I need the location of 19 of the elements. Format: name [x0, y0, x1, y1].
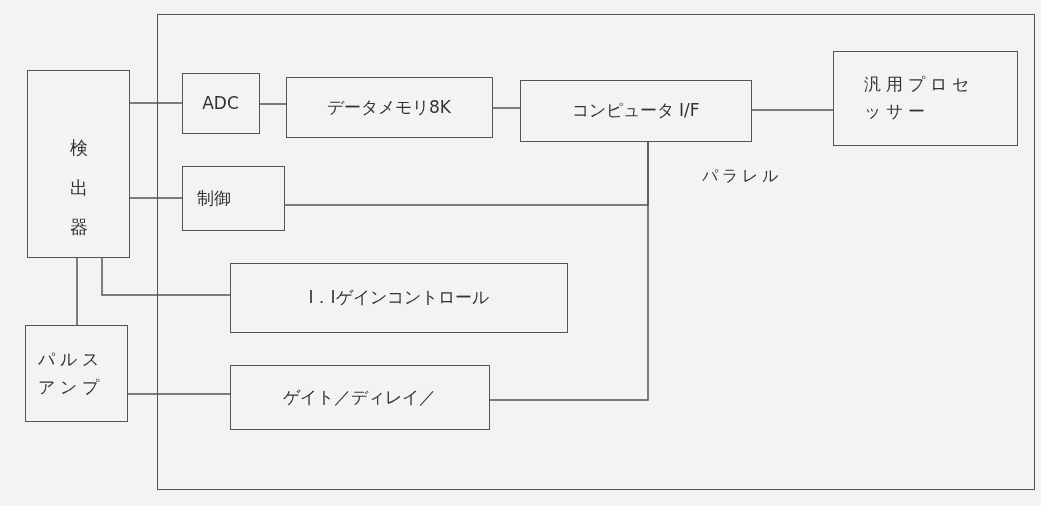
connector-line	[489, 141, 649, 401]
connector-line	[129, 197, 183, 199]
block-box: ADC	[181, 72, 260, 134]
connector-line	[101, 257, 231, 296]
block-box: パルスアンプ	[25, 325, 128, 422]
block-box: ゲイト／ディレイ／	[229, 364, 490, 430]
block-box	[157, 14, 1035, 490]
connector-line	[259, 103, 287, 105]
block-box: コンピュータ I/F	[519, 79, 752, 142]
block-box: データメモリ8K	[285, 76, 493, 138]
connector-line	[76, 257, 78, 326]
block-box: 汎用プロセッサー	[832, 50, 1018, 146]
block-box: 制御	[181, 165, 285, 231]
connector-line	[129, 102, 183, 104]
block-box: I．Iゲインコントロール	[229, 262, 568, 333]
connector-line	[492, 107, 521, 109]
connector-line	[127, 393, 231, 395]
block-box: 検出器	[27, 70, 130, 258]
connector-line	[751, 109, 834, 111]
